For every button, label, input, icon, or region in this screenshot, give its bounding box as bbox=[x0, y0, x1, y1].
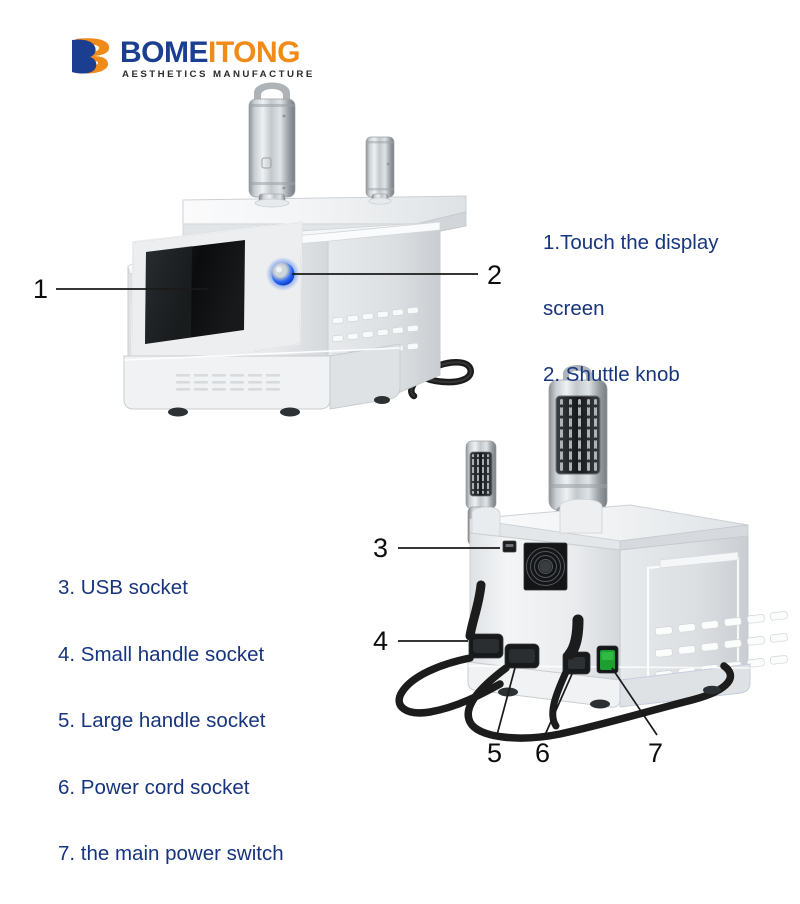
leader-line-6 bbox=[544, 673, 573, 736]
rear-back-panel bbox=[469, 532, 621, 695]
callout-number-6: 6 bbox=[535, 738, 551, 768]
annotation-top-right: 1.Touch the display screen 2. Shuttle kn… bbox=[543, 193, 793, 424]
small-applicator-handle[interactable] bbox=[365, 136, 395, 205]
machine-front-panel bbox=[127, 232, 329, 394]
annotation-item-7: 7. the main power switch bbox=[58, 842, 284, 865]
logo-tagline: AESTHETICS MANUFACTURE bbox=[122, 69, 315, 80]
cable-small-to-socket bbox=[465, 580, 486, 641]
top-mount-plate bbox=[182, 195, 467, 225]
machine-foot bbox=[168, 407, 188, 417]
annotation-line-3: 2. Shuttle knob bbox=[543, 363, 680, 386]
cable-large-to-socket bbox=[564, 614, 584, 660]
machine-base bbox=[123, 355, 331, 410]
callout-number-2: 2 bbox=[487, 260, 503, 290]
floor-cord-power bbox=[549, 668, 570, 730]
large-applicator-handle[interactable] bbox=[248, 82, 296, 208]
front-vent-grille bbox=[331, 306, 419, 361]
touch-display-screen[interactable] bbox=[145, 240, 245, 344]
rear-side-panel bbox=[619, 535, 749, 695]
front-power-cord bbox=[394, 337, 474, 400]
logo-word-orange: ITONG bbox=[208, 36, 300, 69]
shuttle-knob[interactable] bbox=[266, 257, 300, 291]
small-applicator-handle[interactable] bbox=[465, 440, 497, 590]
logo-wordmark: BOMEITONG bbox=[120, 36, 300, 70]
diagram-canvas: BOMEITONG AESTHETICS MANUFACTURE bbox=[33, 36, 793, 865]
rear-top-plate bbox=[469, 504, 749, 542]
rear-base bbox=[467, 661, 621, 708]
front-view-machine bbox=[123, 82, 474, 417]
large-handle-socket[interactable] bbox=[504, 643, 540, 669]
machine-foot bbox=[590, 699, 610, 709]
callout-number-5: 5 bbox=[487, 738, 503, 768]
machine-foot bbox=[280, 407, 300, 417]
annotation-line-2: screen bbox=[543, 297, 605, 320]
cooling-fan-grille bbox=[523, 542, 568, 591]
usb-socket[interactable] bbox=[502, 540, 517, 553]
small-handle-socket[interactable] bbox=[468, 633, 504, 659]
rear-vent-grille bbox=[654, 611, 788, 680]
callout-number-7: 7 bbox=[648, 738, 664, 768]
base-louver-vents bbox=[176, 374, 280, 391]
annotation-item-6: 6. Power cord socket bbox=[58, 775, 250, 799]
leader-line-7 bbox=[611, 667, 658, 736]
annotation-item-3: 3. USB socket bbox=[58, 576, 188, 599]
leader-line-5 bbox=[496, 663, 517, 736]
main-power-switch[interactable] bbox=[596, 645, 619, 674]
annotation-item-5: 5. Large handle socket bbox=[58, 709, 266, 732]
callout-number-4: 4 bbox=[373, 626, 389, 656]
callout-number-1: 1 bbox=[33, 274, 49, 304]
machine-foot bbox=[703, 685, 721, 695]
power-cord-socket[interactable] bbox=[562, 651, 591, 675]
callout-number-3: 3 bbox=[373, 533, 389, 563]
annotation-bottom-left: 3. USB socket 4. Small handle socket 5. … bbox=[58, 538, 378, 904]
display-bezel bbox=[130, 221, 303, 372]
brand-logo: BOMEITONG AESTHETICS MANUFACTURE bbox=[68, 36, 312, 86]
logo-word-blue: BOME bbox=[120, 36, 209, 69]
machine-side-panel bbox=[327, 221, 441, 394]
logo-mark-icon bbox=[72, 38, 110, 74]
floor-cord-left bbox=[395, 654, 504, 717]
machine-foot bbox=[498, 687, 518, 697]
annotation-item-4: 4. Small handle socket bbox=[58, 642, 265, 666]
machine-foot bbox=[374, 396, 390, 404]
annotation-line-1: 1.Touch the display bbox=[543, 231, 719, 254]
floor-cord-main bbox=[464, 662, 735, 742]
